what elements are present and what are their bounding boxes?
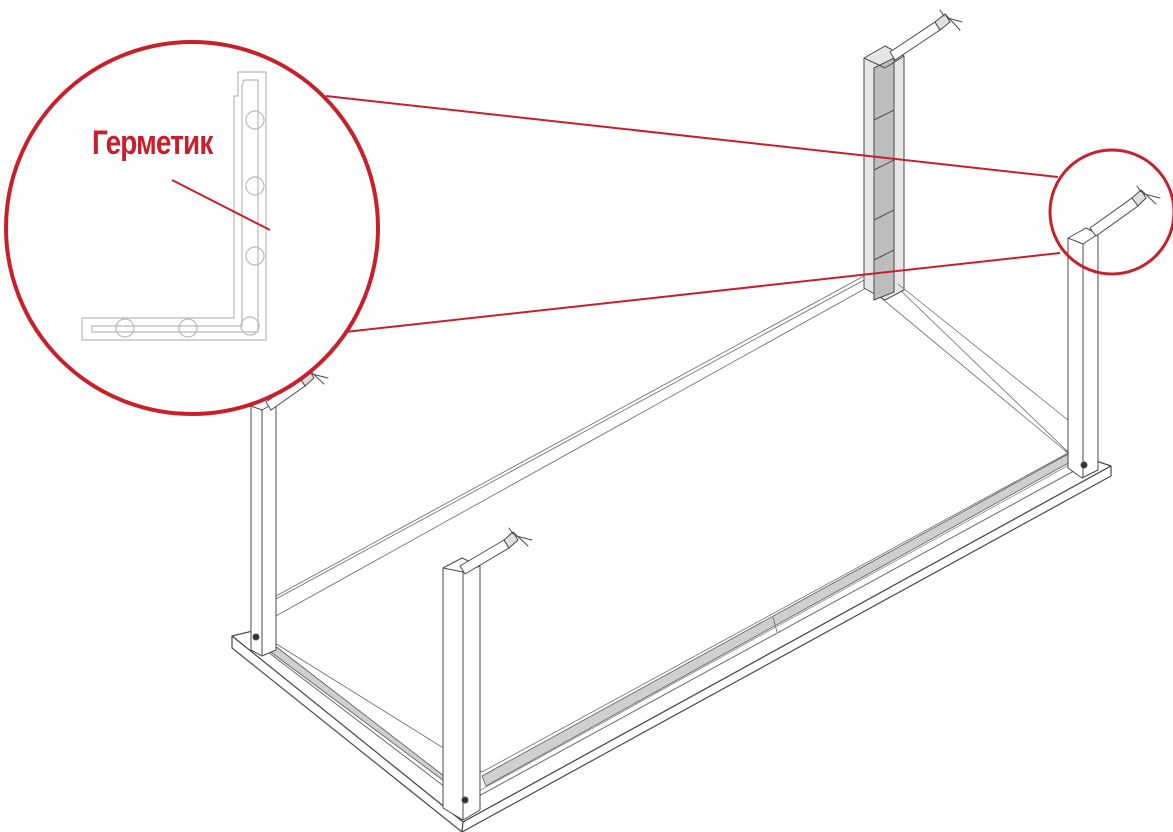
corner-post-left (250, 397, 277, 657)
corner-post-back (863, 45, 905, 301)
callout-leader-lines (325, 95, 1061, 334)
profile-cross-section (81, 71, 267, 341)
corner-post-front (442, 557, 481, 821)
callout-target-circle (1048, 148, 1173, 276)
sealant-label: Герметик (92, 124, 213, 162)
wall-edge-lines (275, 275, 1069, 597)
sealant-gun-icon (265, 9, 1161, 575)
magnifier-circle (4, 40, 380, 416)
sealant-pointer-line (171, 179, 271, 231)
corner-post-right (1067, 227, 1099, 479)
